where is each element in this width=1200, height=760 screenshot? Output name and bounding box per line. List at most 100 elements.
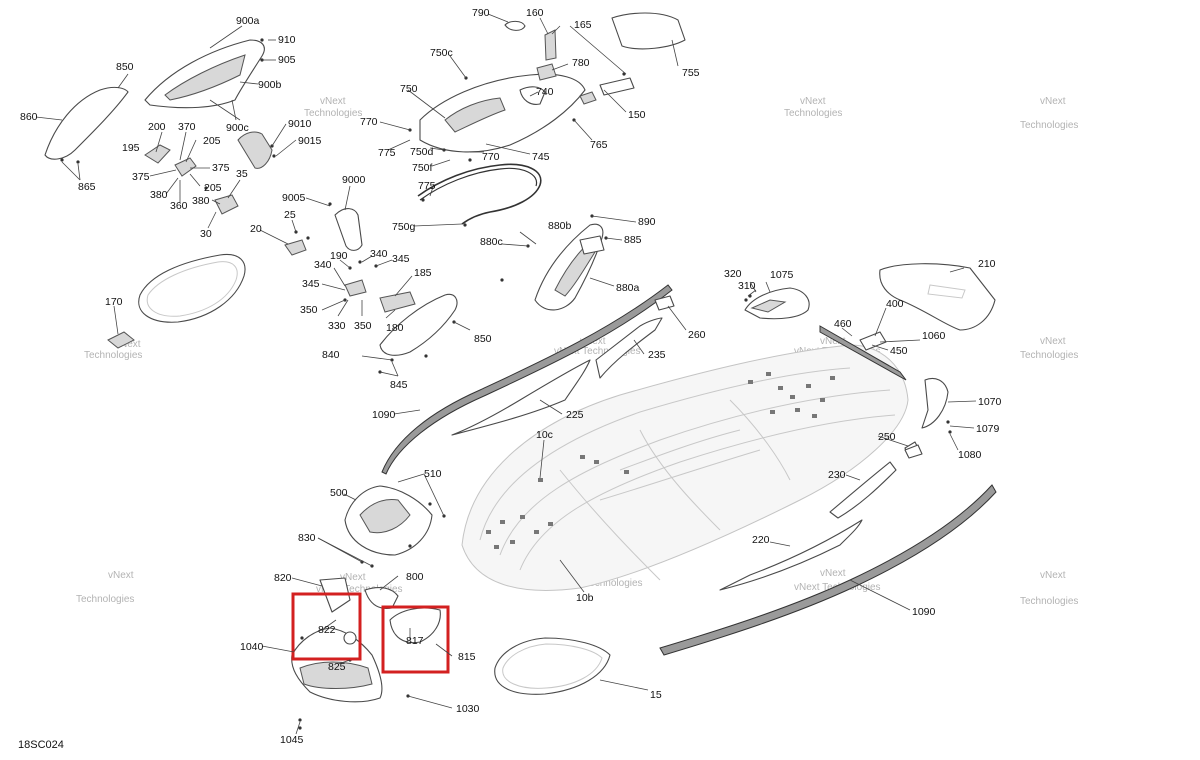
label-380b: 380 <box>192 195 210 207</box>
label-755: 755 <box>682 67 700 79</box>
trim-strips <box>381 284 997 656</box>
label-775a: 775 <box>378 147 396 159</box>
highlight-817 <box>381 605 450 674</box>
label-35: 35 <box>236 168 248 180</box>
label-800: 800 <box>406 571 424 583</box>
watermark-3b: Technologies <box>784 108 842 119</box>
label-30: 30 <box>200 228 212 240</box>
watermark-7b: Technologies <box>1020 350 1078 361</box>
label-900a: 900a <box>236 15 260 27</box>
label-1090a: 1090 <box>372 409 396 421</box>
label-750g: 750g <box>392 221 416 233</box>
watermark-3: vNext <box>800 96 826 107</box>
label-165: 165 <box>574 19 592 31</box>
watermark-8b: Technologies <box>76 594 134 605</box>
label-195: 195 <box>122 142 140 154</box>
label-260: 260 <box>688 329 706 341</box>
watermark-5b: vNext Technologies <box>554 346 641 357</box>
label-775b: 775 <box>418 180 436 192</box>
label-10c: 10c <box>536 429 553 441</box>
label-820: 820 <box>274 572 292 584</box>
label-780: 780 <box>572 57 590 69</box>
label-160: 160 <box>526 7 544 19</box>
watermark-9b: vNext Technologies <box>316 584 403 595</box>
side-panel-880 <box>500 214 608 311</box>
label-750f: 750f <box>412 162 433 174</box>
label-235: 235 <box>648 349 666 361</box>
label-1045: 1045 <box>280 734 304 746</box>
label-205b: 205 <box>204 182 222 194</box>
label-900c: 900c <box>226 122 249 134</box>
label-1079: 1079 <box>976 423 1000 435</box>
label-1080: 1080 <box>958 449 982 461</box>
label-1030: 1030 <box>456 703 480 715</box>
label-830: 830 <box>298 532 316 544</box>
label-220: 220 <box>752 534 770 546</box>
label-740: 740 <box>536 86 554 98</box>
label-880b: 880b <box>548 220 572 232</box>
label-15: 15 <box>650 689 662 701</box>
label-250: 250 <box>878 431 896 443</box>
label-310: 310 <box>738 280 756 292</box>
watermark-12b: Technologies <box>1020 596 1078 607</box>
label-850b: 850 <box>474 333 492 345</box>
watermark-8: vNext <box>108 570 134 581</box>
hull-deck-outline <box>461 344 909 591</box>
label-340b: 340 <box>314 259 332 271</box>
label-510: 510 <box>424 468 442 480</box>
label-200: 200 <box>148 121 166 133</box>
label-170: 170 <box>105 296 123 308</box>
label-817: 817 <box>406 635 424 647</box>
part-labels: 900a 910 905 900b 900c 850 860 865 200 3… <box>20 7 1002 746</box>
label-360: 360 <box>170 200 188 212</box>
front-cover-assembly <box>44 38 363 256</box>
label-750: 750 <box>400 83 418 95</box>
label-9005: 9005 <box>282 192 306 204</box>
label-1040: 1040 <box>240 641 264 653</box>
label-885: 885 <box>624 234 642 246</box>
label-850a: 850 <box>116 61 134 73</box>
label-210: 210 <box>978 258 996 270</box>
label-500: 500 <box>330 487 348 499</box>
label-340a: 340 <box>370 248 388 260</box>
label-400: 400 <box>886 298 904 310</box>
label-9015: 9015 <box>298 135 322 147</box>
label-822: 822 <box>318 624 336 636</box>
label-190: 190 <box>330 250 348 262</box>
label-890: 890 <box>638 216 656 228</box>
watermark-1: vNext <box>115 339 141 350</box>
label-1070: 1070 <box>978 396 1002 408</box>
watermark-2: vNext <box>320 96 346 107</box>
label-150: 150 <box>628 109 646 121</box>
watermark-11: vNext <box>820 568 846 579</box>
diagram-code: 18SC024 <box>18 739 64 751</box>
label-185: 185 <box>414 267 432 279</box>
label-370: 370 <box>178 121 196 133</box>
leader-lines <box>35 13 977 735</box>
label-905: 905 <box>278 54 296 66</box>
label-840: 840 <box>322 349 340 361</box>
watermark-1b: Technologies <box>84 350 142 361</box>
label-745: 745 <box>532 151 550 163</box>
watermark-9: vNext <box>340 572 366 583</box>
label-330: 330 <box>328 320 346 332</box>
label-320: 320 <box>724 268 742 280</box>
label-350b: 350 <box>354 320 372 332</box>
mid-left-parts <box>343 260 458 374</box>
label-180: 180 <box>386 322 404 334</box>
watermark-4: vNext <box>1040 96 1066 107</box>
label-770a: 770 <box>360 116 378 128</box>
label-345a: 345 <box>392 253 410 265</box>
label-765: 765 <box>590 139 608 151</box>
label-10b: 10b <box>576 592 594 604</box>
label-205a: 205 <box>203 135 221 147</box>
label-460: 460 <box>834 318 852 330</box>
left-mat <box>107 253 246 349</box>
label-380a: 380 <box>150 189 168 201</box>
watermark-4b: Technologies <box>1020 120 1078 131</box>
bottom-mat <box>494 637 611 695</box>
label-25: 25 <box>284 209 296 221</box>
highlight-822 <box>291 592 362 661</box>
label-375a: 375 <box>212 162 230 174</box>
label-1075: 1075 <box>770 269 794 281</box>
